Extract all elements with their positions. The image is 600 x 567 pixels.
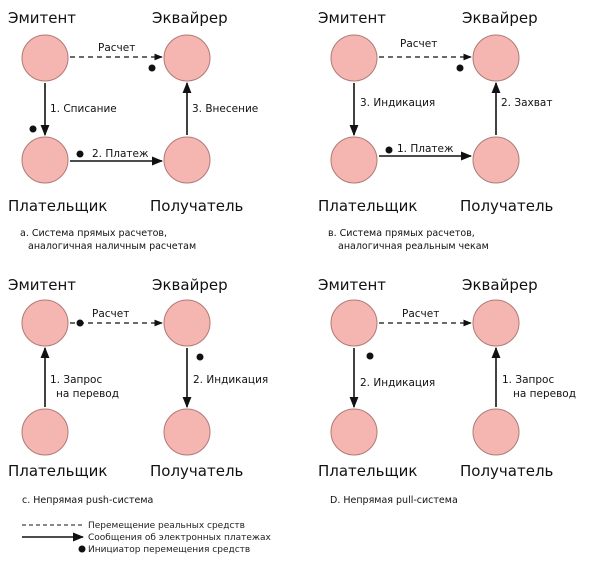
legend: Перемещение реальных средств Сообщения о… xyxy=(22,521,272,555)
node-acquirer xyxy=(472,299,520,347)
initiator-dot xyxy=(366,352,374,360)
label-receiver: Получатель xyxy=(460,462,553,480)
initiator-dot xyxy=(76,150,84,158)
node-receiver xyxy=(472,136,520,184)
label-payer: Плательщик xyxy=(8,462,107,480)
node-emitent xyxy=(330,299,378,347)
edge-left-label: 3. Индикация xyxy=(360,97,435,109)
legend-solid-label: Сообщения об электронных платежах xyxy=(88,533,272,543)
edge-bottom-label: 2. Платеж xyxy=(92,148,149,160)
caption-line-1: в. Система прямых расчетов, xyxy=(328,228,475,239)
initiator-dot xyxy=(385,146,393,154)
node-emitent xyxy=(21,299,69,347)
node-payer xyxy=(21,408,69,456)
label-acquirer: Эквайрер xyxy=(462,276,538,294)
edge-right-label-2: на перевод xyxy=(513,388,576,400)
node-payer xyxy=(330,408,378,456)
label-receiver: Получатель xyxy=(460,197,553,215)
label-acquirer: Эквайрер xyxy=(152,9,228,27)
caption-line-2: аналогичная наличным расчетам xyxy=(28,241,196,252)
label-payer: Плательщик xyxy=(8,197,107,215)
edge-left-label: 1. Запрос xyxy=(50,374,102,386)
initiator-dot xyxy=(29,125,37,133)
initiator-dot xyxy=(196,353,204,361)
label-receiver: Получатель xyxy=(150,462,243,480)
panel-a: Эмитент Эквайрер Плательщик Получатель Р… xyxy=(8,9,258,252)
legend-dot-label: Инициатор перемещения средств xyxy=(88,545,250,555)
label-receiver: Получатель xyxy=(150,197,243,215)
edge-settlement-label: Расчет xyxy=(92,308,129,320)
edge-right-label: 3. Внесение xyxy=(192,103,258,115)
edge-bottom-label: 1. Платеж xyxy=(397,143,454,155)
node-receiver xyxy=(472,408,520,456)
edge-settlement-label: Расчет xyxy=(98,42,135,54)
edge-left-label-2: на перевод xyxy=(56,388,119,400)
panel-c: Эмитент Эквайрер Плательщик Получатель Р… xyxy=(8,276,268,506)
legend-dot xyxy=(78,545,86,553)
label-payer: Плательщик xyxy=(318,462,417,480)
label-emitent: Эмитент xyxy=(318,276,386,294)
panel-d: Эмитент Эквайрер Плательщик Получатель Р… xyxy=(318,276,576,506)
initiator-dot xyxy=(148,64,156,72)
node-payer xyxy=(21,136,69,184)
caption-line-1: a. Система прямых расчетов, xyxy=(20,228,167,239)
node-payer xyxy=(330,136,378,184)
panel-b: Эмитент Эквайрер Плательщик Получатель Р… xyxy=(318,9,553,252)
label-emitent: Эмитент xyxy=(8,276,76,294)
edge-settlement-label: Расчет xyxy=(402,308,439,320)
caption-line-2: аналогичная реальным чекам xyxy=(338,241,489,252)
edge-right-label: 1. Запрос xyxy=(502,374,554,386)
edge-settlement-label: Расчет xyxy=(400,38,437,50)
edge-left-label: 1. Списание xyxy=(50,103,117,115)
edge-right-label: 2. Захват xyxy=(501,97,552,109)
label-acquirer: Эквайрер xyxy=(462,9,538,27)
initiator-dot xyxy=(456,64,464,72)
node-receiver xyxy=(163,408,211,456)
node-acquirer xyxy=(163,34,211,82)
edge-right-label: 2. Индикация xyxy=(193,374,268,386)
edge-left-label: 2. Индикация xyxy=(360,377,435,389)
node-acquirer xyxy=(472,34,520,82)
caption-line-1: c. Непрямая push-система xyxy=(22,495,153,506)
label-emitent: Эмитент xyxy=(8,9,76,27)
legend-dashed-label: Перемещение реальных средств xyxy=(88,521,245,531)
node-receiver xyxy=(163,136,211,184)
node-emitent xyxy=(330,34,378,82)
label-acquirer: Эквайрер xyxy=(152,276,228,294)
caption-line-1: D. Непрямая pull-система xyxy=(330,495,458,506)
label-payer: Плательщик xyxy=(318,197,417,215)
label-emitent: Эмитент xyxy=(318,9,386,27)
initiator-dot xyxy=(76,319,84,327)
node-acquirer xyxy=(163,299,211,347)
node-emitent xyxy=(21,34,69,82)
